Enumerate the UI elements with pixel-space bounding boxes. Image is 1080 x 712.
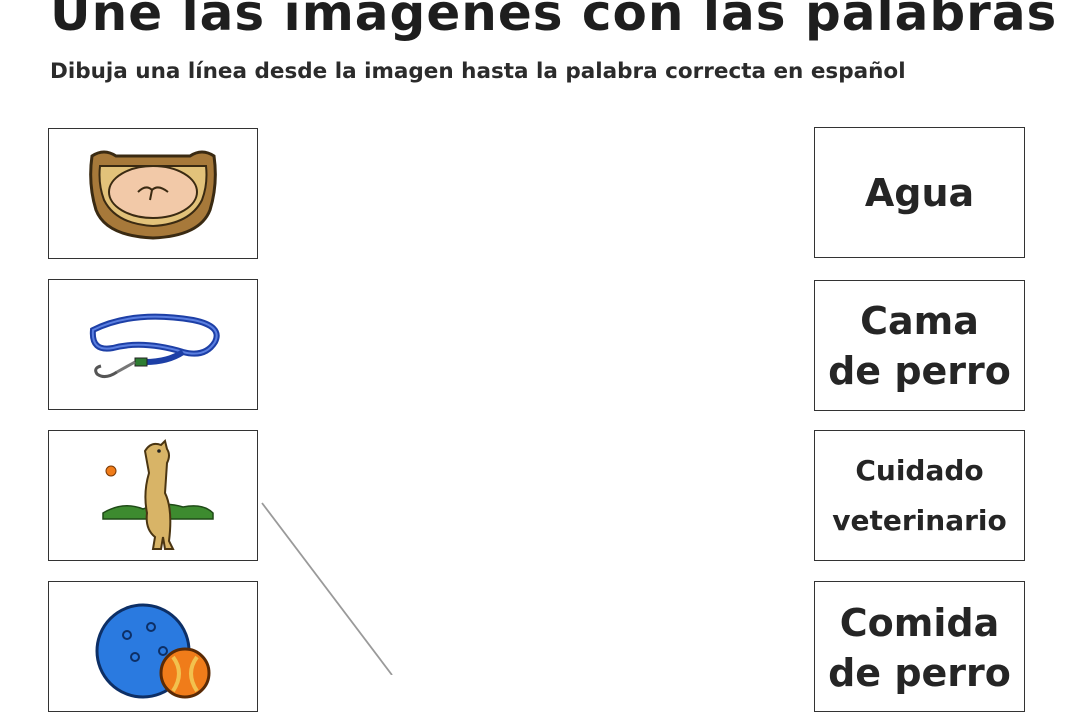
- picture-card-dog-bed[interactable]: [48, 128, 258, 259]
- ball-toys-icon: [95, 603, 211, 698]
- picture-card-toys[interactable]: [48, 581, 258, 712]
- dog-bed-icon: [89, 150, 217, 240]
- word-line: veterinario: [832, 503, 1007, 537]
- word-card-cama-de-perro[interactable]: Cama de perro: [814, 280, 1025, 411]
- dog-icon: [102, 439, 214, 550]
- word-card-cuidado-veterinario[interactable]: Cuidado veterinario: [814, 430, 1025, 561]
- picture-card-leash[interactable]: [48, 279, 258, 410]
- word-line: Agua: [864, 170, 975, 215]
- word-card-agua[interactable]: Agua: [814, 127, 1025, 258]
- picture-card-dog[interactable]: [48, 430, 258, 561]
- word-line: Cama: [860, 298, 979, 343]
- word-line: de perro: [828, 651, 1011, 695]
- word-line: Comida: [839, 601, 1000, 645]
- word-line: Cuidado: [855, 453, 984, 487]
- word-card-comida-de-perro[interactable]: Comida de perro: [814, 581, 1025, 712]
- worksheet-instructions: Dibuja una línea desde la imagen hasta l…: [50, 59, 906, 84]
- leash-icon: [89, 313, 220, 378]
- worksheet-title: Une las imágenes con las palabras: [50, 0, 1058, 42]
- word-line: de perro: [828, 348, 1011, 393]
